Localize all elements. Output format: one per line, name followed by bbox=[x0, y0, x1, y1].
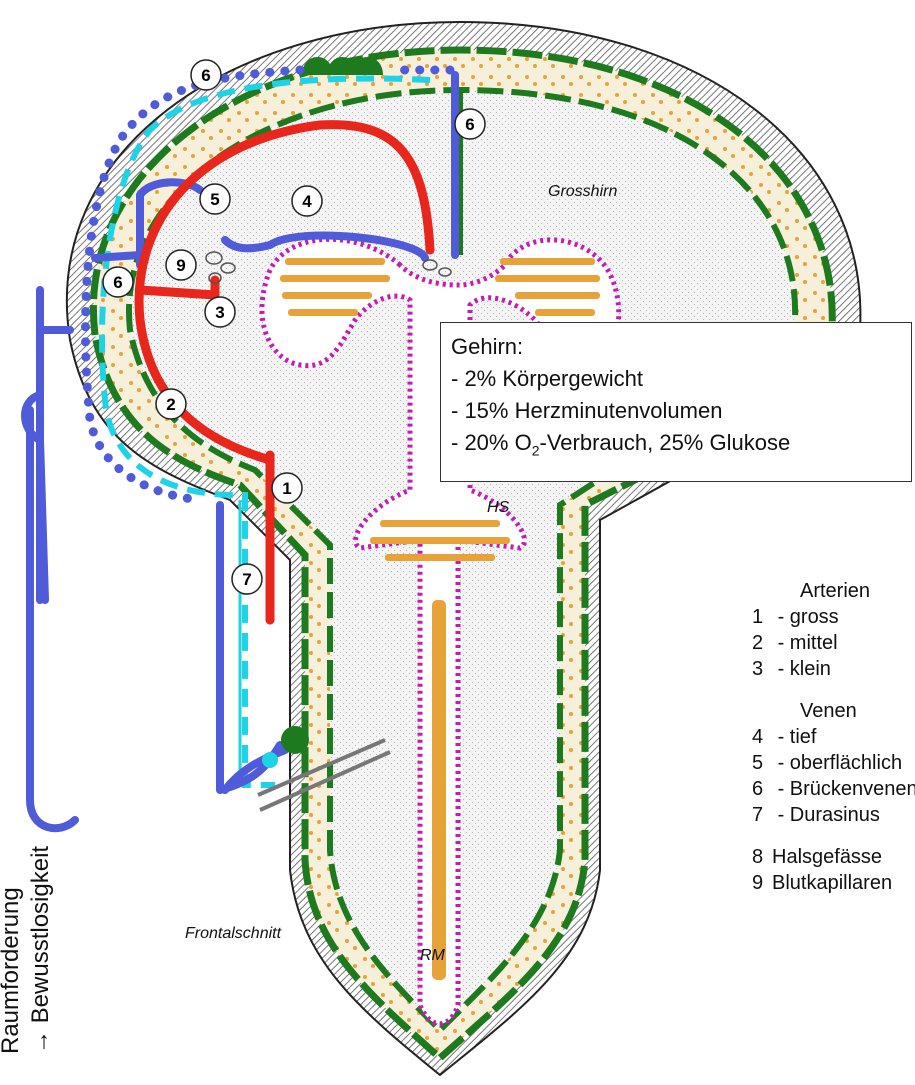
marker-8: 7 bbox=[232, 564, 262, 594]
marker-6-top: 6 bbox=[455, 109, 485, 139]
label-rm: RM bbox=[420, 947, 446, 964]
label-hs: HS bbox=[487, 499, 510, 516]
svg-text:6: 6 bbox=[113, 273, 122, 292]
legend-item: 7 - Durasinus bbox=[752, 802, 915, 828]
legend-item: 3 - klein bbox=[752, 656, 915, 682]
marker-4: 4 bbox=[292, 186, 322, 216]
svg-text:1: 1 bbox=[282, 479, 291, 498]
marker-2: 2 bbox=[156, 389, 186, 419]
label-grosshirn: Grosshirn bbox=[548, 183, 617, 200]
brain-facts-box: Gehirn: - 2% Körpergewicht - 15% Herzmin… bbox=[440, 322, 912, 482]
marker-5: 5 bbox=[200, 184, 230, 214]
marker-6-left: 6 bbox=[103, 267, 133, 297]
marker-9: 9 bbox=[166, 250, 196, 280]
legend: Arterien 1 - gross 2 - mittel 3 - klein … bbox=[752, 578, 915, 896]
marker-7: 6 bbox=[191, 60, 221, 90]
legend-item: 5 - oberflächlich bbox=[752, 750, 915, 776]
svg-text:5: 5 bbox=[210, 190, 219, 209]
svg-text:2: 2 bbox=[166, 395, 175, 414]
side-note-line1: Raumforderung bbox=[0, 846, 26, 1054]
label-frontalschnitt: Frontalschnitt bbox=[185, 925, 282, 942]
marker-1: 1 bbox=[272, 473, 302, 503]
svg-text:4: 4 bbox=[302, 192, 312, 211]
legend-item: 1 - gross bbox=[752, 604, 915, 630]
facts-title: Gehirn: bbox=[451, 331, 901, 363]
fact-oxygen-glucose: - 20% O2-Verbrauch, 25% Glukose bbox=[451, 427, 901, 466]
legend-item: 6 - Brückenvenen bbox=[752, 776, 915, 802]
svg-text:9: 9 bbox=[176, 256, 185, 275]
legend-heading-venen: Venen bbox=[752, 698, 915, 724]
legend-item: 4 - tief bbox=[752, 724, 915, 750]
arachnoid-granulations bbox=[305, 60, 380, 75]
legend-heading-arterien: Arterien bbox=[752, 578, 915, 604]
fact-body-weight: - 2% Körpergewicht bbox=[451, 363, 901, 395]
svg-text:3: 3 bbox=[215, 303, 224, 322]
svg-text:6: 6 bbox=[201, 66, 210, 85]
legend-item: 2 - mittel bbox=[752, 630, 915, 656]
side-note-line2: → Bewusstlosigkeit bbox=[26, 846, 56, 1054]
svg-text:7: 7 bbox=[242, 570, 251, 589]
fact-cardiac-output: - 15% Herzminutenvolumen bbox=[451, 395, 901, 427]
svg-text:6: 6 bbox=[465, 115, 474, 134]
marker-3: 3 bbox=[205, 297, 235, 327]
